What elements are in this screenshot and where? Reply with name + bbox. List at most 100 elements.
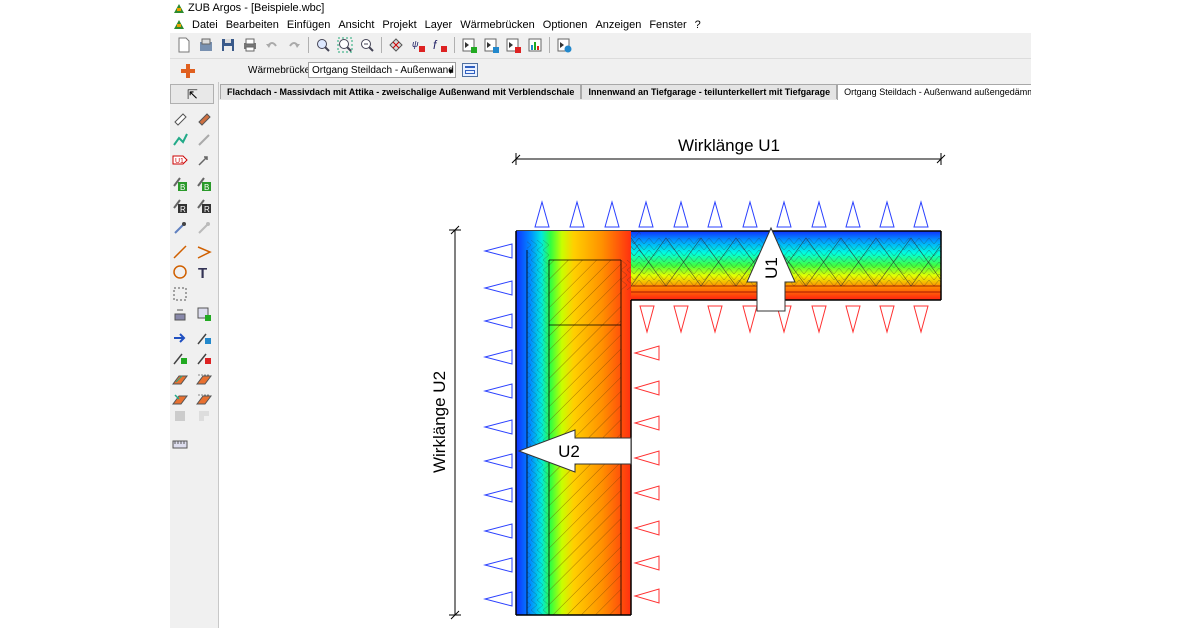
svg-text:B: B xyxy=(180,183,185,192)
menu-logo-icon[interactable] xyxy=(174,20,184,29)
calculate-icon[interactable]: ψ xyxy=(410,37,426,53)
menu-ansicht[interactable]: Ansicht xyxy=(338,18,375,31)
bridge-properties-icon[interactable] xyxy=(462,63,478,77)
zoom-in-icon[interactable] xyxy=(315,37,331,53)
arrow-tool-icon[interactable] xyxy=(196,152,212,168)
boundary-b-edit-icon[interactable]: B xyxy=(196,176,212,192)
menu-datei[interactable]: Datei xyxy=(192,18,218,31)
selection-frame-icon[interactable] xyxy=(172,286,188,302)
report-edit-icon[interactable] xyxy=(483,37,499,53)
pipette-icon[interactable] xyxy=(172,220,188,236)
report-add-icon[interactable] xyxy=(461,37,477,53)
menu-fenster[interactable]: Fenster xyxy=(649,18,687,31)
boundary-r-icon[interactable]: R xyxy=(172,198,188,214)
svg-text:R: R xyxy=(204,205,210,214)
polyline-icon[interactable] xyxy=(172,132,188,148)
svg-text:B: B xyxy=(204,183,209,192)
menu-waermebruecken[interactable]: Wärmebrücken xyxy=(460,18,535,31)
node-move-icon[interactable] xyxy=(196,330,212,346)
ruler-icon[interactable] xyxy=(172,436,188,452)
material-copy-icon[interactable] xyxy=(196,392,212,408)
menu-einfuegen[interactable]: Einfügen xyxy=(286,18,331,31)
bridge-select-value: Ortgang Steildach - Außenwand auß xyxy=(312,65,455,76)
app-logo-icon xyxy=(174,3,184,13)
toolbar-separator xyxy=(308,37,309,53)
angle-tool-icon[interactable] xyxy=(196,244,212,260)
dimension-u1-label: Wirklänge U1 xyxy=(678,136,780,155)
dimension-u2-label: Wirklänge U2 xyxy=(430,371,449,473)
menu-optionen[interactable]: Optionen xyxy=(542,18,588,31)
text-tool-icon[interactable]: T xyxy=(196,264,212,280)
export-icon[interactable] xyxy=(556,37,572,53)
u2-flow-arrow: U2 xyxy=(517,429,632,473)
u1-flow-arrow: U1 xyxy=(746,226,796,312)
title-bar: ZUB Argos - [Beispiele.wbc] xyxy=(170,0,1031,16)
material-pick-icon[interactable] xyxy=(172,392,188,408)
drawing-canvas[interactable]: Wirklänge U1 Wirklänge U2 xyxy=(219,100,1031,628)
svg-text:R: R xyxy=(180,205,186,214)
material-fill-icon[interactable] xyxy=(172,372,188,388)
tab-flachdach[interactable]: Flachdach - Massivdach mit Attika - zwei… xyxy=(220,84,582,99)
print-icon[interactable] xyxy=(242,37,258,53)
region-disabled-icon[interactable] xyxy=(172,408,188,424)
app-window: ZUB Argos - [Beispiele.wbc] Datei Bearbe… xyxy=(170,0,1031,628)
thermal-bridge-drawing: Wirklänge U1 Wirklänge U2 xyxy=(430,136,946,620)
bridge-label: Wärmebrücke : xyxy=(248,65,316,76)
boundary-b-icon[interactable]: B xyxy=(172,176,188,192)
move-right-icon[interactable] xyxy=(172,330,188,346)
node-add-icon[interactable] xyxy=(172,350,188,366)
menu-anzeigen[interactable]: Anzeigen xyxy=(595,18,642,31)
wall-section xyxy=(515,231,632,616)
u2-flow-label: U2 xyxy=(558,442,580,461)
tab-ortgang[interactable]: Ortgang Steildach - Außenwand außengedäm… xyxy=(837,84,1031,100)
undo-icon[interactable] xyxy=(264,37,280,53)
measure-icon[interactable] xyxy=(196,132,212,148)
toolbar-separator xyxy=(454,37,455,53)
circle-tool-icon[interactable] xyxy=(172,264,188,280)
menu-projekt[interactable]: Projekt xyxy=(382,18,417,31)
save-icon[interactable] xyxy=(220,37,236,53)
bridge-toolbar: Wärmebrücke : Ortgang Steildach - Außenw… xyxy=(170,58,1031,83)
window-title: ZUB Argos - [Beispiele.wbc] xyxy=(188,2,325,14)
cursor-icon: ⇱ xyxy=(187,87,198,102)
report-chart-icon[interactable] xyxy=(527,37,543,53)
bridge-tabs: Flachdach - Massivdach mit Attika - zwei… xyxy=(220,84,1031,100)
svg-text:U1: U1 xyxy=(175,158,184,165)
material-edit-icon[interactable] xyxy=(196,372,212,388)
line-tool-icon[interactable] xyxy=(172,244,188,260)
open-icon[interactable] xyxy=(198,37,214,53)
u1-tool-icon[interactable]: U1 xyxy=(172,152,188,168)
region-split-disabled-icon[interactable] xyxy=(196,408,212,424)
dimension-u2: Wirklänge U2 xyxy=(430,225,461,620)
node-delete-icon[interactable] xyxy=(196,350,212,366)
select-tool[interactable]: ⇱ xyxy=(170,84,214,104)
zoom-fit-icon[interactable] xyxy=(337,37,353,53)
function-icon[interactable]: f xyxy=(432,37,448,53)
stack-tool-icon[interactable] xyxy=(172,306,188,322)
zoom-out-icon[interactable] xyxy=(359,37,375,53)
warm-boundary-arrows-wall xyxy=(633,345,660,604)
menu-bar: Datei Bearbeiten Einfügen Ansicht Projek… xyxy=(170,16,1031,33)
bridge-select[interactable]: Ortgang Steildach - Außenwand auß ▾ xyxy=(308,62,456,78)
new-icon[interactable] xyxy=(176,37,192,53)
chevron-down-icon: ▾ xyxy=(448,66,453,76)
report-delete-icon[interactable] xyxy=(505,37,521,53)
svg-text:f: f xyxy=(433,38,438,52)
redo-icon[interactable] xyxy=(286,37,302,53)
pipette-disabled-icon[interactable] xyxy=(196,220,212,236)
add-icon[interactable] xyxy=(180,63,196,79)
cold-boundary-arrows-left xyxy=(483,243,513,607)
menu-layer[interactable]: Layer xyxy=(424,18,453,31)
hatch-tool-icon[interactable] xyxy=(196,110,212,126)
toolbar-separator xyxy=(549,37,550,53)
eraser-icon[interactable] xyxy=(172,110,188,126)
warm-boundary-arrows-roof xyxy=(639,305,929,334)
boundary-r-edit-icon[interactable]: R xyxy=(196,198,212,214)
tab-innenwand[interactable]: Innenwand an Tiefgarage - teilunterkelle… xyxy=(581,84,838,99)
toolbar-separator xyxy=(381,37,382,53)
menu-bearbeiten[interactable]: Bearbeiten xyxy=(225,18,279,31)
cold-boundary-arrows-top xyxy=(534,200,929,228)
menu-help[interactable]: ? xyxy=(694,18,701,31)
grid-icon[interactable] xyxy=(388,37,404,53)
layer-add-icon[interactable] xyxy=(196,306,212,322)
